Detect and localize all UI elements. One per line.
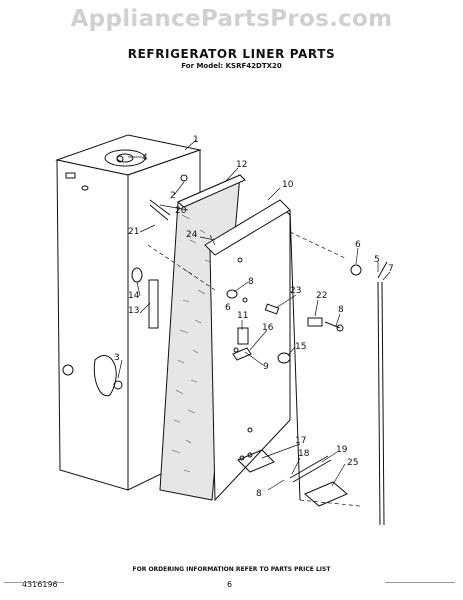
callout-3: 3 (114, 353, 120, 363)
ordering-note: FOR ORDERING INFORMATION REFER TO PARTS … (132, 566, 331, 573)
callout-14: 14 (128, 291, 140, 301)
callout-19: 19 (336, 445, 348, 455)
callout-13: 13 (128, 306, 139, 316)
diagram-title: REFRIGERATOR LINER PARTS (127, 47, 336, 61)
callout-17: 17 (295, 436, 306, 446)
callout-12: 12 (236, 160, 247, 170)
callout-16: 16 (262, 323, 274, 333)
callout-9: 9 (263, 362, 269, 372)
callout-10: 10 (282, 180, 294, 190)
callout-6: 6 (355, 240, 361, 250)
callout-2: 2 (170, 191, 176, 201)
callout-21: 21 (128, 227, 139, 237)
callout-24: 24 (186, 230, 198, 240)
corner-fineprint-left (4, 582, 64, 589)
callout-15: 15 (295, 342, 306, 352)
hardware-parts (113, 155, 388, 526)
callout-25: 25 (347, 458, 358, 468)
callout-8-upper: 8 (248, 277, 254, 287)
callout-23: 23 (290, 286, 301, 296)
callout-labels: 1 4 2 20 12 10 21 24 8 14 13 3 11 16 15 … (114, 135, 394, 499)
callout-8-right: 8 (338, 305, 344, 315)
document-number: 4316196 (22, 580, 58, 589)
liner-door-panel (204, 199, 301, 502)
callout-4: 4 (142, 153, 148, 163)
callout-1: 1 (193, 135, 199, 145)
callout-7: 7 (388, 264, 394, 274)
callout-6-center: 6 (225, 303, 231, 313)
callout-20: 20 (175, 206, 187, 216)
callout-5: 5 (374, 255, 380, 265)
page-number: 6 (227, 580, 233, 589)
callout-8-lower: 8 (256, 489, 262, 499)
watermark-text: AppliancePartsPros.com (70, 6, 393, 32)
callout-22: 22 (316, 291, 327, 301)
callout-18: 18 (298, 449, 310, 459)
corner-fineprint-right (385, 582, 455, 589)
diagram-subtitle: For Model: KSRF42DTX20 (181, 62, 282, 70)
callout-11: 11 (237, 311, 248, 321)
